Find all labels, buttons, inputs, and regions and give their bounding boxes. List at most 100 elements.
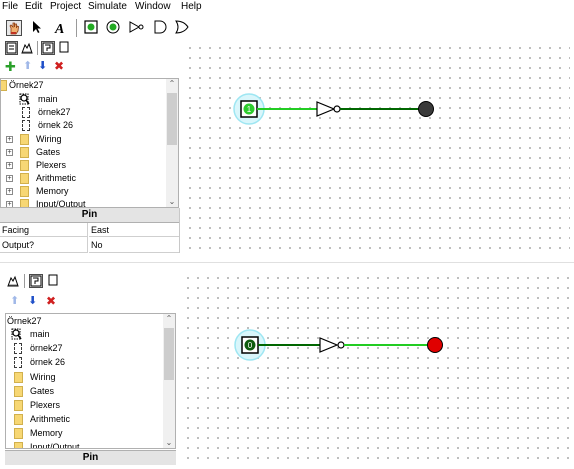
not-gate-bubble — [333, 105, 341, 113]
scroll-up-icon[interactable]: ⌃ — [168, 79, 176, 88]
menu-simulate[interactable]: Simulate — [88, 1, 127, 12]
hand-tree-icon — [21, 42, 33, 54]
pin-state-dot — [243, 103, 255, 115]
explorer-tree-bottom: Örnek27 main örnek27 örnek 26 Wiring Gat… — [5, 313, 176, 449]
attr-name-output: Output? — [0, 237, 88, 253]
menu-edit[interactable]: Edit — [25, 1, 43, 12]
magnifier-circuit-icon — [11, 328, 22, 340]
scrollbar-thumb[interactable] — [167, 93, 177, 145]
circuit-layout-button[interactable] — [29, 274, 43, 288]
move-down-icon[interactable]: ⬇ — [38, 60, 48, 72]
layout-icon — [42, 42, 54, 54]
attribute-table-title: Pin — [5, 450, 176, 465]
appearance-icon — [48, 274, 58, 286]
attr-value-facing[interactable]: East — [89, 223, 179, 237]
output-pin-tool-button[interactable] — [106, 20, 122, 36]
expand-icon[interactable]: + — [6, 201, 13, 208]
pin-value-text-bottom: 0 — [248, 341, 253, 350]
folder-icon — [20, 186, 29, 197]
appearance-icon — [59, 41, 69, 53]
menu-window[interactable]: Window — [135, 1, 171, 12]
delete-icon[interactable]: ✖ — [46, 294, 57, 308]
move-up-icon[interactable]: ⬆ — [10, 295, 20, 307]
folder-icon — [20, 147, 29, 158]
not-gate-top[interactable] — [316, 101, 336, 117]
layout-icon — [30, 275, 42, 287]
circuit-icon — [22, 107, 30, 118]
poke-view-button[interactable] — [6, 274, 20, 288]
not-gate-tool-button[interactable] — [129, 20, 145, 36]
scroll-up-icon[interactable]: ⌃ — [165, 314, 173, 323]
magnifier-circuit-icon — [19, 93, 30, 105]
scrollbar-thumb[interactable] — [164, 328, 174, 380]
folder-icon — [14, 386, 23, 397]
move-down-icon[interactable]: ⬇ — [28, 295, 38, 307]
and-gate-tool-button[interactable] — [153, 20, 169, 36]
scroll-down-icon[interactable]: ⌄ — [165, 438, 173, 447]
folder-icon — [14, 414, 23, 425]
expand-icon[interactable]: + — [6, 162, 13, 169]
folder-icon — [14, 400, 23, 411]
appearance-button[interactable] — [48, 274, 60, 288]
folder-icon — [14, 372, 23, 383]
circuit-edit-toolbar: ✚ ⬆ ⬇ ✖ — [4, 60, 84, 74]
menu-help[interactable]: Help — [181, 1, 202, 12]
attribute-table-title: Pin — [0, 208, 179, 223]
arrow-select-icon — [33, 21, 41, 33]
explorer-toolbar — [4, 41, 176, 57]
pin-value-text-top: 1 — [247, 105, 252, 114]
circuit-icon — [14, 357, 22, 368]
output-led-bottom[interactable] — [427, 337, 443, 353]
not-gate-bottom[interactable] — [319, 337, 339, 353]
pin-state-dot — [244, 339, 256, 351]
folder-icon — [20, 199, 29, 207]
circuit-drawing-top: 1 — [233, 93, 434, 125]
select-tool-button[interactable] — [30, 20, 46, 36]
tree-scrollbar[interactable]: ⌃ ⌄ — [163, 314, 175, 448]
scroll-down-icon[interactable]: ⌄ — [168, 197, 176, 206]
menu-bar: File Edit Project Simulate Window Help — [0, 0, 574, 15]
expand-icon[interactable]: + — [6, 149, 13, 156]
folder-icon — [14, 428, 23, 439]
circuit-canvas-bottom[interactable]: 0 — [180, 270, 570, 464]
folder-icon — [20, 134, 29, 145]
folder-icon — [20, 173, 29, 184]
output-led-top[interactable] — [418, 101, 434, 117]
input-pin-icon — [84, 20, 98, 34]
text-tool-icon: A — [54, 22, 64, 37]
circuit-icon — [14, 343, 22, 354]
project-folder-icon — [1, 80, 7, 91]
poke-view-button[interactable] — [20, 41, 34, 55]
or-gate-tool-button[interactable] — [175, 20, 191, 36]
appearance-button[interactable] — [59, 41, 71, 55]
poke-tool-button[interactable] — [6, 20, 22, 36]
expand-icon[interactable]: + — [6, 136, 13, 143]
menu-file[interactable]: File — [2, 1, 19, 12]
expand-icon[interactable]: + — [6, 188, 13, 195]
tree-scrollbar[interactable]: ⌃ ⌄ — [166, 79, 178, 207]
text-tool-button[interactable]: A — [52, 20, 68, 37]
svg-text:A: A — [54, 22, 64, 36]
explorer-separator — [24, 274, 25, 288]
circuit-drawing-bottom: 0 — [234, 329, 443, 361]
explorer-toolbar-bottom — [4, 274, 176, 290]
menu-project[interactable]: Project — [50, 1, 82, 12]
circuit-layout-button[interactable] — [41, 41, 55, 55]
input-pin-tool-button[interactable] — [84, 20, 100, 36]
circuit-icon — [22, 120, 30, 131]
and-gate-icon — [154, 20, 167, 34]
or-gate-icon — [175, 20, 189, 34]
circuit-edit-toolbar-bottom: ⬆ ⬇ ✖ — [4, 295, 84, 309]
explorer-separator — [37, 41, 38, 55]
circuit-canvas-top[interactable]: 1 — [182, 40, 570, 253]
toolbox-view-button[interactable] — [5, 41, 18, 55]
move-up-icon[interactable]: ⬆ — [23, 60, 33, 72]
attr-value-output[interactable]: No — [89, 237, 179, 253]
add-circuit-icon[interactable]: ✚ — [5, 59, 16, 74]
not-gate-bubble — [337, 341, 345, 349]
expand-icon[interactable]: + — [6, 175, 13, 182]
hand-tree-icon — [7, 275, 19, 287]
delete-icon[interactable]: ✖ — [54, 59, 65, 73]
section-divider — [0, 262, 574, 263]
hand-poke-icon — [9, 22, 19, 35]
